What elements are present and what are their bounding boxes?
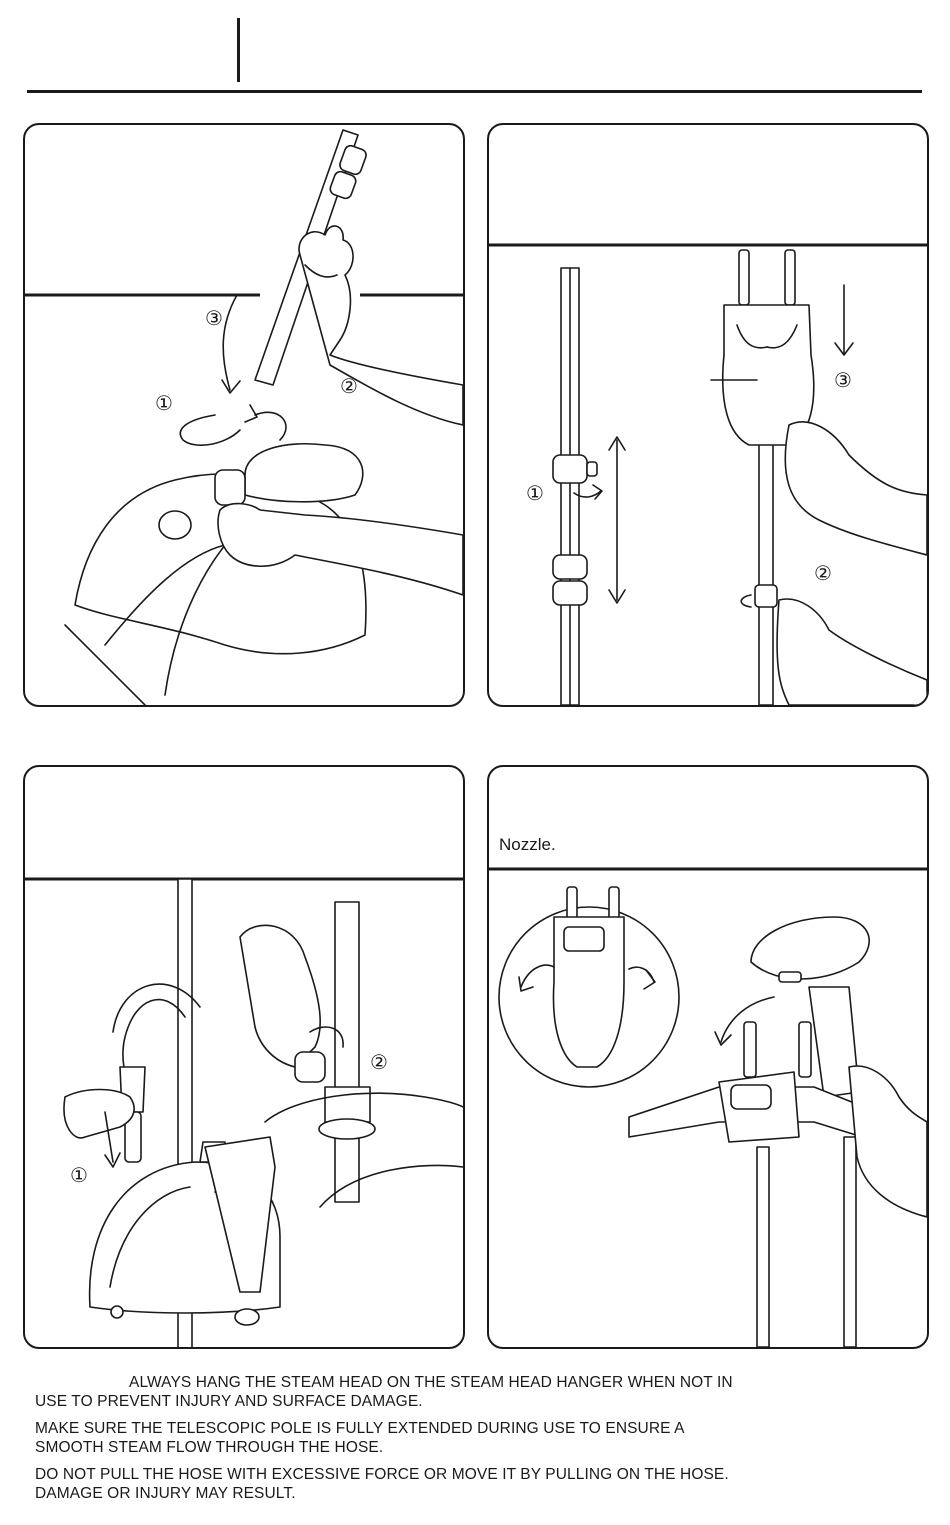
note-1: ALWAYS HANG THE STEAM HEAD ON THE STEAM …: [35, 1374, 733, 1410]
nozzle-hanger-illustration: [489, 867, 927, 1347]
warning-notes: ALWAYS HANG THE STEAM HEAD ON THE STEAM …: [35, 1373, 755, 1511]
callout-1: ①: [526, 481, 544, 505]
pole-extension-illustration: ① ③ ②: [489, 243, 927, 705]
hose-connection-illustration: ① ②: [25, 877, 463, 1347]
note-3: DO NOT PULL THE HOSE WITH EXCESSIVE FORC…: [35, 1466, 729, 1502]
callout-2: ②: [814, 561, 832, 585]
pole-insertion-illustration: ③ ② ①: [25, 129, 463, 705]
step-panel-4: Nozzle.: [487, 765, 929, 1349]
note-2: MAKE SURE THE TELESCOPIC POLE IS FULLY E…: [35, 1420, 684, 1456]
step-panel-1: ③ ② ①: [23, 123, 465, 707]
step-panel-3: ① ②: [23, 765, 465, 1349]
header-rule: [27, 90, 922, 93]
header-divider-line: [237, 18, 240, 82]
callout-2: ②: [370, 1050, 388, 1074]
callout-3: ③: [834, 368, 852, 392]
callout-3: ③: [205, 306, 223, 330]
callout-2: ②: [340, 374, 358, 398]
callout-1: ①: [70, 1163, 88, 1187]
panel-4-caption: Nozzle.: [499, 835, 556, 854]
callout-1: ①: [155, 391, 173, 415]
step-panel-2: ① ③ ②: [487, 123, 929, 707]
